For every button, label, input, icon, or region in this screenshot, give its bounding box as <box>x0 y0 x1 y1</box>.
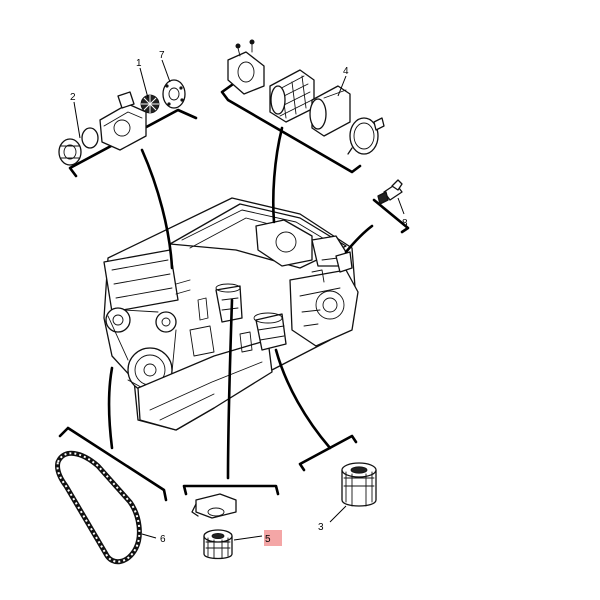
part-end-cap[interactable] <box>227 39 265 95</box>
water-pump-group <box>58 59 198 270</box>
part-6-drive-belt[interactable] <box>55 450 142 565</box>
callout-5: 5 <box>265 534 271 545</box>
callout-8: 8 <box>402 218 408 229</box>
part-1-impeller[interactable] <box>140 94 160 114</box>
callout-1: 1 <box>136 58 142 69</box>
part-8-sensor[interactable] <box>377 179 403 205</box>
callout-2: 2 <box>70 92 76 103</box>
callout-7: 7 <box>159 50 165 61</box>
bracket-fuel-filter <box>182 484 280 496</box>
part-pump-body[interactable] <box>99 91 147 151</box>
callout-6: 6 <box>160 534 166 545</box>
callout-4: 4 <box>343 66 349 77</box>
oil-filter-group <box>274 348 377 523</box>
part-5-fuel-filter[interactable] <box>203 529 233 560</box>
bracket-sensor <box>372 198 410 234</box>
part-3-oil-filter[interactable] <box>341 462 377 507</box>
engine-assembly <box>103 197 359 431</box>
part-7-cover-plate[interactable] <box>162 79 186 109</box>
bracket-heat-exchanger <box>220 80 362 174</box>
part-clamp-ring[interactable] <box>347 117 385 155</box>
heat-exchanger-group <box>220 39 385 224</box>
fuel-filter-group <box>182 298 282 560</box>
sensor-group <box>344 179 410 254</box>
highlight-5 <box>264 530 282 546</box>
belt-group <box>55 366 168 565</box>
part-2-pulley[interactable] <box>58 138 82 166</box>
part-tube-bundle[interactable] <box>269 69 315 123</box>
part-filter-head[interactable] <box>191 493 237 519</box>
callout-3: 3 <box>318 522 324 533</box>
bracket-oil-filter <box>298 434 358 472</box>
bracket-belt <box>58 426 168 502</box>
part-4-shell[interactable] <box>309 85 351 137</box>
